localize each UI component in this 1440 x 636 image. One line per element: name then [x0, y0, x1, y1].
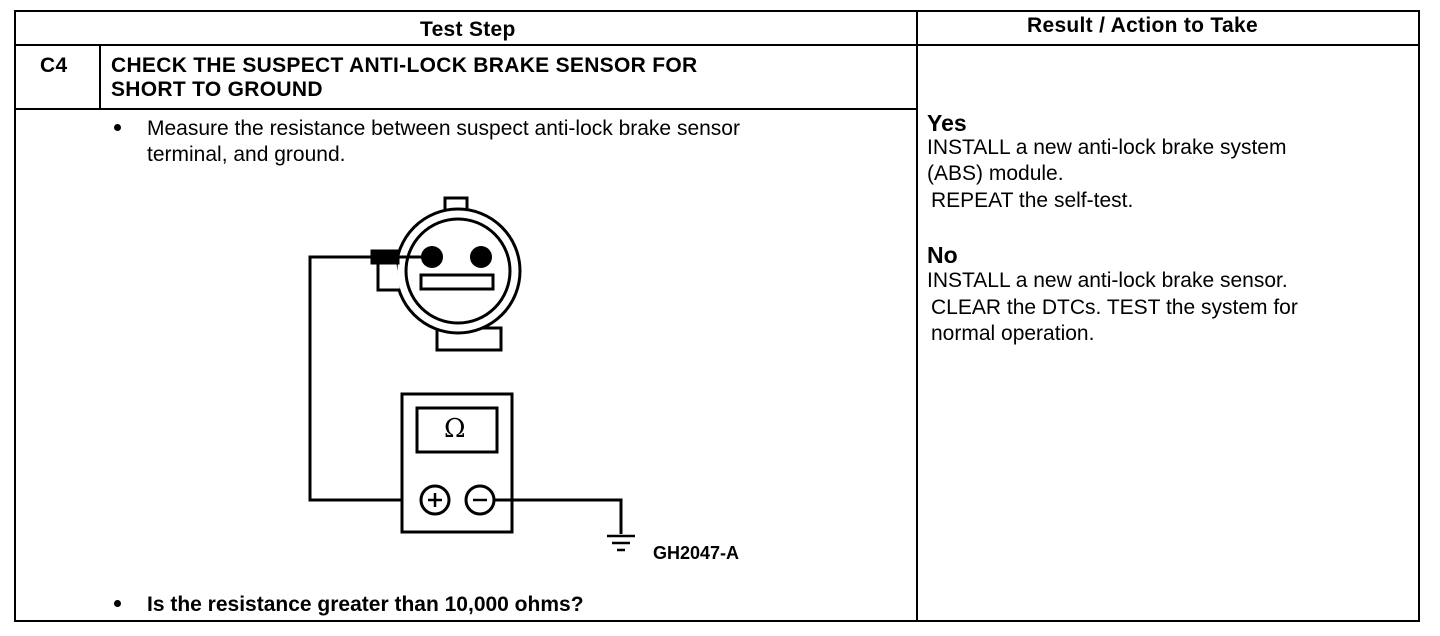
step-title-divider [14, 108, 918, 110]
probe-lead [308, 249, 432, 502]
yes-label: Yes [927, 110, 967, 136]
yes-line-2: (ABS) module. [927, 162, 1064, 185]
ohmmeter [400, 392, 514, 534]
diagnostic-table [14, 10, 1420, 622]
column-divider [916, 10, 918, 622]
no-line-3: normal operation. [931, 322, 1095, 345]
header-result-action: Result / Action to Take [1027, 14, 1258, 37]
instruction-line-1: Measure the resistance between suspect a… [147, 117, 740, 140]
figure-id: GH2047-A [653, 543, 740, 563]
step-id: C4 [40, 54, 68, 77]
step-title-line-1: CHECK THE SUSPECT ANTI-LOCK BRAKE SENSOR… [111, 54, 698, 77]
instruction-line-2: terminal, and ground. [147, 143, 346, 166]
header-test-step: Test Step [420, 18, 516, 41]
instruction-bullet [114, 124, 121, 131]
header-divider [14, 44, 1420, 46]
no-line-2: CLEAR the DTCs. TEST the system for [931, 296, 1298, 319]
step-title-line-2: SHORT TO GROUND [111, 78, 323, 101]
no-line-1: INSTALL a new anti-lock brake sensor. [927, 269, 1288, 292]
step-id-divider [99, 44, 101, 110]
ground-lead [494, 498, 635, 552]
ohm-symbol: Ω [444, 414, 466, 444]
yes-line-1: INSTALL a new anti-lock brake system [927, 136, 1287, 159]
yes-line-3: REPEAT the self-test. [931, 189, 1134, 212]
sensor-connector [376, 196, 522, 352]
no-label: No [927, 242, 958, 268]
question-bullet [114, 600, 121, 607]
question-text: Is the resistance greater than 10,000 oh… [147, 593, 584, 616]
